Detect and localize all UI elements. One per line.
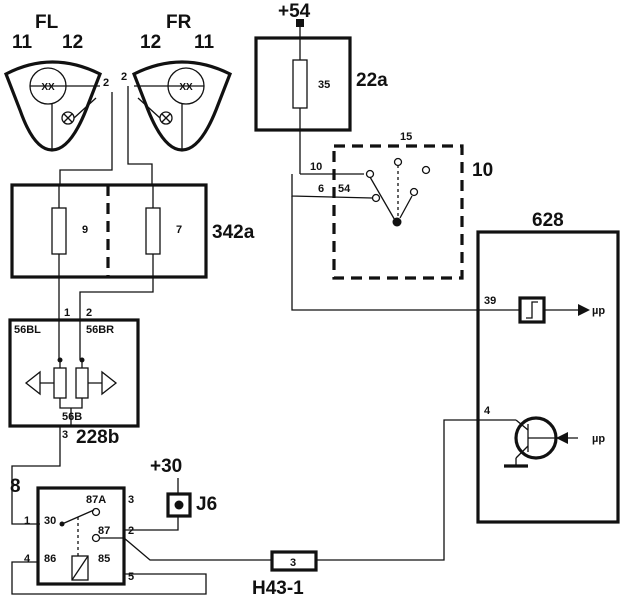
relay-connector-label: 8 bbox=[10, 476, 21, 497]
switch-pin-15: 15 bbox=[400, 131, 412, 143]
fuse-9-label: 9 bbox=[82, 224, 88, 236]
lamp-fl-pin-right: 12 bbox=[62, 32, 83, 53]
relay bbox=[36, 486, 126, 586]
ecu-pin-4: 4 bbox=[484, 405, 491, 417]
relay-pin-2: 2 bbox=[128, 525, 134, 537]
ecu-out-1: µp bbox=[592, 305, 605, 317]
switch-10 bbox=[332, 144, 464, 280]
lamp-fl-pin-out: 2 bbox=[103, 77, 109, 89]
output-arrow-icon bbox=[578, 304, 590, 316]
module-pin-56b: 56B bbox=[62, 411, 82, 423]
input-arrow-icon bbox=[556, 432, 568, 444]
fuse-9-icon bbox=[51, 207, 67, 255]
lamp-fl-bulb-symbol: XX bbox=[41, 82, 55, 93]
relay-pin-4: 4 bbox=[24, 553, 31, 565]
lamp-fl: XX bbox=[3, 60, 103, 152]
relay-pin-86: 86 bbox=[44, 553, 56, 565]
connector-h43-1 bbox=[270, 550, 318, 572]
fuse-35-label: 35 bbox=[318, 79, 330, 91]
lamp-fr: XX bbox=[131, 60, 233, 152]
switch-10-label: 10 bbox=[472, 160, 493, 181]
relay-pin-1: 1 bbox=[24, 515, 30, 527]
fuse-7-label: 7 bbox=[176, 224, 182, 236]
arrow-left-icon bbox=[24, 370, 54, 396]
fuse-7-icon bbox=[145, 207, 161, 255]
lamp-fl-label: FL bbox=[35, 12, 59, 33]
module-pin-56br: 56BR bbox=[86, 324, 114, 336]
ecu-pin-39: 39 bbox=[484, 295, 496, 307]
fuse-box-342a-label: 342a bbox=[212, 222, 255, 243]
relay-pin-87a: 87A bbox=[86, 494, 106, 506]
lamp-fr-label: FR bbox=[166, 12, 192, 33]
module-pin-3: 3 bbox=[62, 429, 68, 441]
connector-h43-label: H43-1 bbox=[252, 578, 304, 599]
supply-54-label: +54 bbox=[278, 1, 311, 22]
fuse-box-pin-2: 2 bbox=[86, 307, 92, 319]
arrow-right-icon bbox=[88, 370, 118, 396]
ecu-628 bbox=[476, 230, 620, 524]
module-pin-56bl: 56BL bbox=[14, 324, 41, 336]
switch-pin-6: 6 bbox=[318, 183, 324, 195]
switch-pin-10: 10 bbox=[310, 161, 322, 173]
connector-j6 bbox=[166, 492, 192, 518]
connector-h43-pin: 3 bbox=[290, 557, 296, 569]
module-228b bbox=[8, 318, 140, 428]
connector-j6-label: J6 bbox=[196, 494, 217, 515]
fuse-box-22a-label: 22a bbox=[356, 70, 388, 91]
lamp-fr-bulb-symbol: XX bbox=[179, 82, 193, 93]
switch-arm bbox=[369, 176, 397, 223]
fuse-35-icon bbox=[292, 59, 308, 109]
relay-pin-5: 5 bbox=[128, 571, 134, 583]
fuse-box-pin-1: 1 bbox=[64, 307, 70, 319]
ecu-out-2: µp bbox=[592, 433, 605, 445]
relay-pin-87: 87 bbox=[98, 525, 110, 537]
relay-pin-85: 85 bbox=[98, 553, 110, 565]
supply-30-label: +30 bbox=[150, 456, 182, 477]
relay-pin-30: 30 bbox=[44, 515, 56, 527]
relay-pin-3: 3 bbox=[128, 494, 134, 506]
ecu-628-label: 628 bbox=[532, 210, 564, 231]
lamp-fr-pin-out: 2 bbox=[121, 71, 127, 83]
lamp-fr-pin-right: 11 bbox=[194, 32, 215, 53]
fuse-box-22a bbox=[254, 36, 352, 132]
lamp-fr-pin-left: 12 bbox=[140, 32, 161, 53]
lamp-right-resistor-icon bbox=[75, 367, 89, 399]
module-228b-label: 228b bbox=[76, 427, 119, 448]
switch-pin-54: 54 bbox=[338, 183, 351, 195]
lamp-left-resistor-icon bbox=[53, 367, 67, 399]
lamp-fl-pin-left: 11 bbox=[12, 32, 33, 53]
